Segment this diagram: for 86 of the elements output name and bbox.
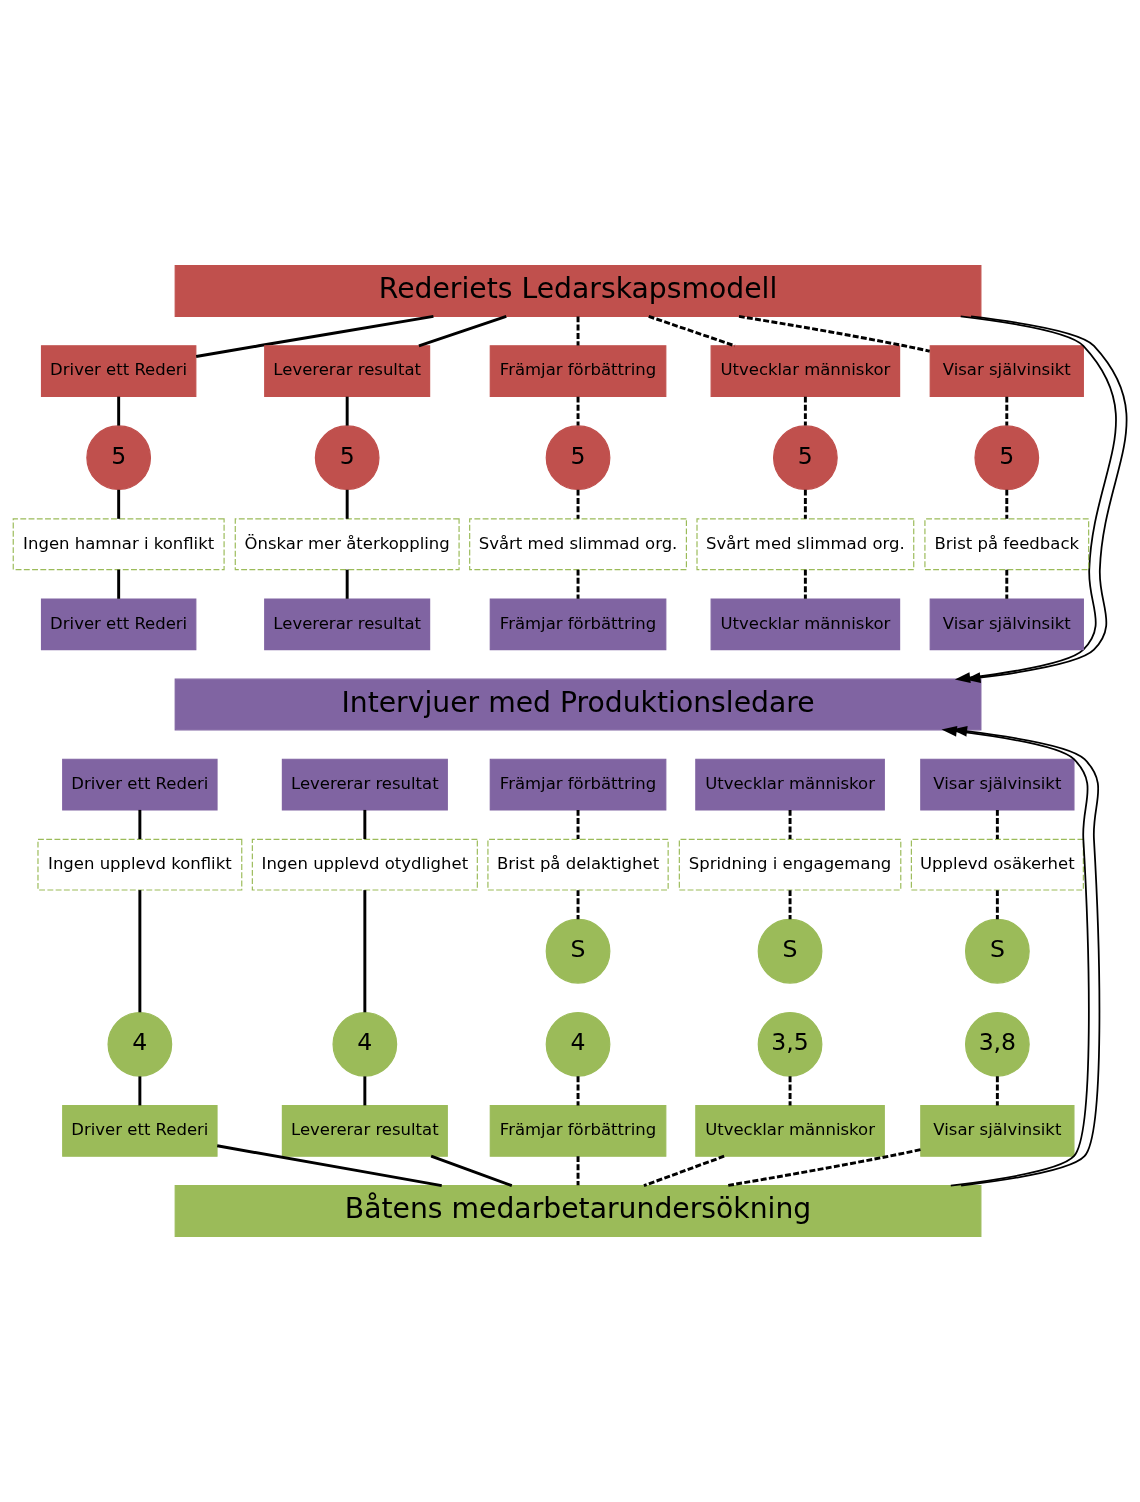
connector: [418, 315, 507, 348]
node-box: Svårt med slimmad org.: [696, 518, 915, 571]
connector: [1005, 569, 1009, 599]
node-box: Båtens medarbetarundersökning: [174, 1185, 982, 1237]
node-box: Visar självinsikt: [920, 1104, 1075, 1157]
node-box: Brist på feedback: [924, 518, 1090, 571]
connector: [363, 809, 367, 840]
node-box: Utvecklar människor: [695, 1104, 885, 1157]
node-circle: 4: [332, 1011, 398, 1077]
connector: [803, 569, 807, 599]
connector: [1005, 489, 1009, 519]
node-box: Utvecklar människor: [710, 598, 901, 651]
connector: [430, 1154, 513, 1187]
node-box: Brist på delaktighet: [487, 838, 669, 891]
node-box: Utvecklar människor: [710, 345, 901, 398]
node-box: Upplevd osäkerhet: [910, 838, 1084, 891]
node-circle: 3,5: [757, 1011, 823, 1077]
node-box: Visar självinsikt: [929, 598, 1084, 651]
node-box: Främjar förbättring: [489, 758, 667, 811]
connector: [576, 489, 580, 519]
node-circle: 5: [86, 425, 152, 491]
node-box: Levererar resultat: [264, 345, 431, 398]
connector: [576, 1156, 580, 1186]
connector: [117, 489, 121, 519]
connector: [995, 1076, 999, 1106]
node-box: Levererar resultat: [264, 598, 431, 651]
connector: [117, 569, 121, 599]
connector: [138, 1076, 142, 1106]
connector: [726, 1148, 921, 1188]
connector: [648, 315, 736, 348]
node-box: Främjar förbättring: [489, 345, 667, 398]
connector: [138, 809, 142, 840]
node-circle: 5: [545, 425, 611, 491]
node-circle: S: [545, 918, 611, 984]
connector: [788, 1076, 792, 1106]
node-box: Främjar förbättring: [489, 598, 667, 651]
node-box: Levererar resultat: [281, 758, 448, 811]
connector: [576, 396, 580, 426]
connector: [788, 890, 792, 920]
connector: [138, 890, 142, 1013]
connector: [345, 489, 349, 519]
node-box: Driver ett Rederi: [62, 758, 218, 811]
node-box: Driver ett Rederi: [62, 1104, 218, 1157]
connector: [345, 569, 349, 599]
connector: [117, 396, 121, 426]
node-circle: 4: [545, 1011, 611, 1077]
node-circle: S: [964, 918, 1030, 984]
node-box: Driver ett Rederi: [40, 598, 197, 651]
node-box: Spridning i engagemang: [678, 838, 902, 891]
connector: [576, 1076, 580, 1106]
connector: [995, 890, 999, 920]
node-circle: S: [757, 918, 823, 984]
connector: [576, 890, 580, 920]
node-box: Ingen upplevd konflikt: [37, 838, 243, 891]
connector: [738, 314, 930, 353]
node-box: Visar självinsikt: [920, 758, 1075, 811]
node-circle: 3,8: [964, 1011, 1030, 1077]
connector: [363, 1076, 367, 1106]
node-box: Driver ett Rederi: [40, 345, 197, 398]
connector: [788, 809, 792, 840]
connector: [643, 1154, 725, 1187]
node-circle: 5: [974, 425, 1040, 491]
node-box: Främjar förbättring: [489, 1104, 667, 1157]
node-box: Rederiets Ledarskapsmodell: [174, 265, 982, 317]
connector: [803, 396, 807, 426]
node-circle: 5: [314, 425, 380, 491]
node-box: Svårt med slimmad org.: [469, 518, 687, 571]
connector: [1005, 396, 1009, 426]
node-box: Levererar resultat: [281, 1104, 448, 1157]
node-box: Visar självinsikt: [929, 345, 1084, 398]
connector: [576, 316, 580, 346]
connector: [363, 890, 367, 1013]
connector: [576, 569, 580, 599]
node-box: Utvecklar människor: [695, 758, 885, 811]
connector: [995, 809, 999, 840]
connector: [576, 809, 580, 840]
connector: [216, 1144, 442, 1188]
node-box: Ingen hamnar i konflikt: [12, 518, 225, 571]
node-circle: 4: [107, 1011, 173, 1077]
node-box: Ingen upplevd otydlighet: [251, 838, 478, 891]
connector: [345, 396, 349, 426]
node-box: Intervjuer med Produktionsledare: [174, 678, 982, 731]
connector: [803, 489, 807, 519]
node-circle: 5: [773, 425, 838, 491]
connector: [195, 314, 434, 358]
node-box: Önskar mer återkoppling: [234, 518, 460, 571]
